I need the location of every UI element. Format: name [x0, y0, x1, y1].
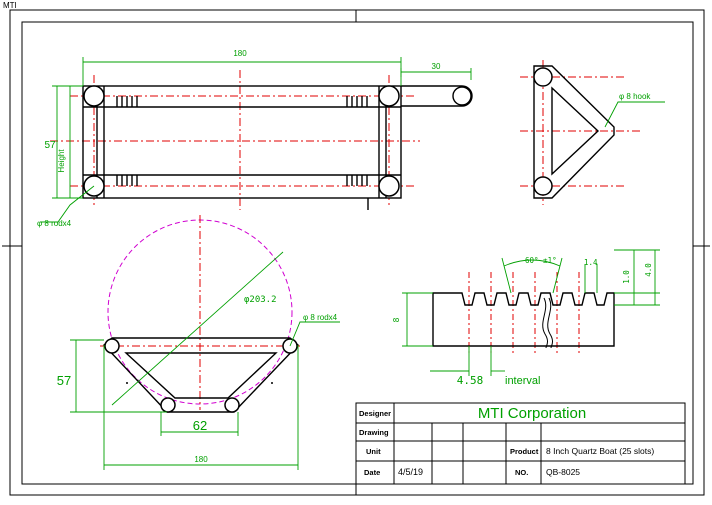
dim-rod-note: φ 8 rodx4 [37, 219, 72, 228]
end-view-rods [104, 338, 298, 413]
slot-break-lines [542, 297, 554, 349]
dim-height-label: Height [57, 149, 66, 173]
slot-detail-profile [432, 292, 615, 347]
hook-leader [604, 101, 665, 128]
drawing-label: Drawing [359, 428, 389, 437]
no-value: QB-8025 [546, 467, 580, 477]
slot-detail-centerlines [468, 272, 580, 355]
dim-circle-diameter: φ203.2 [244, 295, 277, 305]
top-view-slots [116, 96, 369, 210]
end-view-dimensions [70, 251, 340, 470]
dim-slot-depth: 4.0 [644, 263, 653, 277]
top-view-dimensions [40, 57, 472, 223]
dim-end-bottom: 62 [193, 418, 207, 433]
end-view-centerlines [100, 215, 300, 410]
dim-slot-depth-small: 1.0 [622, 270, 631, 284]
top-view-centerlines [50, 70, 420, 210]
date-value: 4/5/19 [398, 467, 423, 477]
date-label: Date [364, 468, 380, 477]
end-view-frame [102, 337, 300, 413]
slot-detail: 60° ±1° 1.4 1.0 4.0 8 4.58 interval [392, 249, 660, 387]
side-view-rods [533, 67, 553, 196]
side-view-frame [533, 65, 615, 199]
dim-slot-interval-value: 4.58 [457, 374, 484, 387]
product-label: Product [510, 447, 539, 456]
dim-hook-note: φ 8 hook [619, 92, 651, 101]
end-view: φ203.2 φ 8 rodx4 57 62 180 [57, 215, 340, 470]
top-view: 180 30 57 Height φ 8 rodx4 [37, 49, 473, 228]
sheet-corner-tag: MTI [3, 1, 17, 10]
title-block: Designer Drawing Unit Date 4/5/19 MTI Co… [355, 402, 686, 485]
dim-slot-width: 1.4 [584, 258, 598, 267]
dim-end-rod-note: φ 8 rodx4 [303, 313, 338, 322]
product-value: 8 Inch Quartz Boat (25 slots) [546, 446, 654, 456]
dim-top-length: 180 [233, 49, 247, 58]
dim-slot-angle: 60° ±1° [525, 256, 557, 265]
dim-end-width: 180 [194, 455, 208, 464]
slot-detail-dimensions [402, 249, 660, 376]
company-name: MTI Corporation [478, 405, 586, 422]
dim-height-value: 57 [44, 140, 56, 151]
no-label: NO. [515, 468, 528, 477]
dim-end-height: 57 [57, 373, 71, 388]
dim-hook-offset: 30 [432, 62, 441, 71]
side-view: φ 8 hook [520, 60, 665, 205]
dim-slot-interval-label: interval [505, 375, 540, 387]
top-view-frame [82, 85, 473, 199]
dim-slot-height: 8 [392, 317, 401, 322]
designer-label: Designer [359, 409, 391, 418]
unit-label: Unit [366, 447, 381, 456]
